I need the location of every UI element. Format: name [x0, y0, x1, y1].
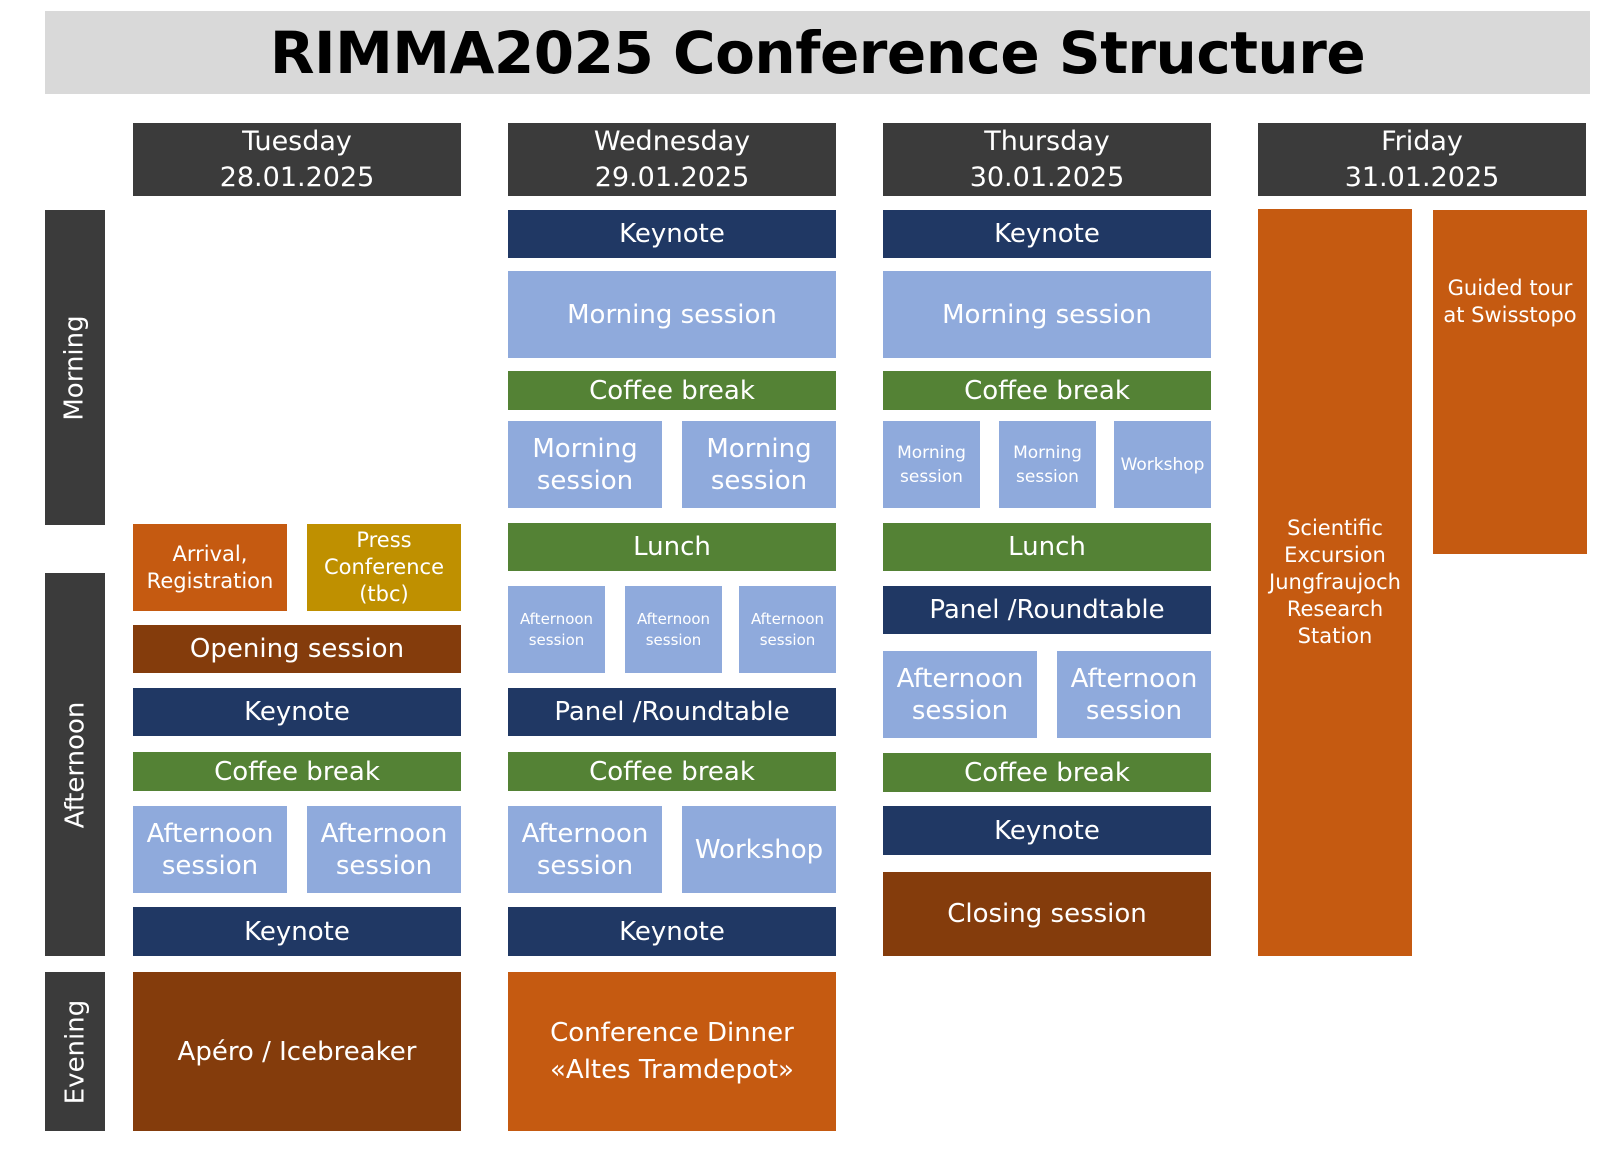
thursday-workshop: Workshop: [1114, 421, 1211, 508]
period-morning-label: Morning: [60, 314, 91, 421]
thursday-panel-roundtable: Panel /Roundtable: [883, 586, 1211, 634]
period-evening: Evening: [45, 972, 105, 1131]
wednesday-coffee-break-1: Coffee break: [508, 371, 836, 410]
day-header-friday: Friday 31.01.2025: [1258, 123, 1586, 196]
wednesday-conference-dinner: Conference Dinner «Altes Tramdepot»: [508, 972, 836, 1131]
wednesday-morning-session-a: Morning session: [508, 421, 662, 508]
period-afternoon: Afternoon: [45, 573, 105, 956]
day-header-tuesday: Tuesday 28.01.2025: [133, 123, 461, 196]
day-date: 30.01.2025: [969, 161, 1125, 193]
thursday-keynote-2: Keynote: [883, 806, 1211, 855]
friday-guided-tour: Guided tour at Swisstopo: [1433, 210, 1587, 554]
wednesday-afternoon-session-a: Afternoon session: [508, 586, 605, 673]
tuesday-coffee-break: Coffee break: [133, 752, 461, 791]
tuesday-keynote-1: Keynote: [133, 688, 461, 736]
day-header-thursday: Thursday 30.01.2025: [883, 123, 1211, 196]
wednesday-workshop: Workshop: [682, 806, 836, 893]
day-name: Thursday: [984, 125, 1110, 157]
tuesday-opening-session: Opening session: [133, 625, 461, 673]
period-morning: Morning: [45, 210, 105, 525]
tuesday-keynote-2: Keynote: [133, 907, 461, 956]
friday-scientific-excursion: Scientific Excursion Jungfraujoch Resear…: [1258, 209, 1412, 956]
wednesday-afternoon-session-c: Afternoon session: [739, 586, 836, 673]
day-name: Wednesday: [593, 125, 751, 157]
page-title: RIMMA2025 Conference Structure: [269, 18, 1366, 87]
thursday-lunch: Lunch: [883, 523, 1211, 571]
thursday-closing-session: Closing session: [883, 872, 1211, 956]
thursday-keynote-1: Keynote: [883, 210, 1211, 258]
tuesday-press-conference: Press Conference (tbc): [307, 524, 461, 611]
wednesday-keynote-2: Keynote: [508, 907, 836, 956]
day-date: 31.01.2025: [1344, 161, 1500, 193]
day-name: Tuesday: [242, 125, 352, 157]
day-date: 28.01.2025: [219, 161, 375, 193]
tuesday-apero-icebreaker: Apéro / Icebreaker: [133, 972, 461, 1131]
wednesday-morning-session-b: Morning session: [682, 421, 836, 508]
period-afternoon-label: Afternoon: [60, 701, 90, 828]
day-date: 29.01.2025: [594, 161, 750, 193]
title-bar: RIMMA2025 Conference Structure: [45, 11, 1590, 94]
period-evening-label: Evening: [60, 999, 90, 1104]
wednesday-coffee-break-2: Coffee break: [508, 752, 836, 791]
wednesday-afternoon-session-d: Afternoon session: [508, 806, 662, 893]
wednesday-panel-roundtable: Panel /Roundtable: [508, 688, 836, 736]
wednesday-lunch: Lunch: [508, 523, 836, 571]
wednesday-morning-session: Morning session: [508, 271, 836, 358]
thursday-afternoon-session-a: Afternoon session: [883, 651, 1037, 738]
wednesday-keynote-1: Keynote: [508, 210, 836, 258]
tuesday-afternoon-session-2: Afternoon session: [307, 806, 461, 893]
thursday-coffee-break-1: Coffee break: [883, 371, 1211, 410]
day-header-wednesday: Wednesday 29.01.2025: [508, 123, 836, 196]
day-name: Friday: [1381, 125, 1463, 157]
thursday-morning-session-b: Morning session: [999, 421, 1096, 508]
tuesday-arrival-registration: Arrival, Registration: [133, 524, 287, 611]
thursday-coffee-break-2: Coffee break: [883, 753, 1211, 792]
thursday-morning-session-a: Morning session: [883, 421, 980, 508]
wednesday-afternoon-session-b: Afternoon session: [625, 586, 722, 673]
thursday-morning-session: Morning session: [883, 271, 1211, 358]
thursday-afternoon-session-b: Afternoon session: [1057, 651, 1211, 738]
tuesday-afternoon-session-1: Afternoon session: [133, 806, 287, 893]
